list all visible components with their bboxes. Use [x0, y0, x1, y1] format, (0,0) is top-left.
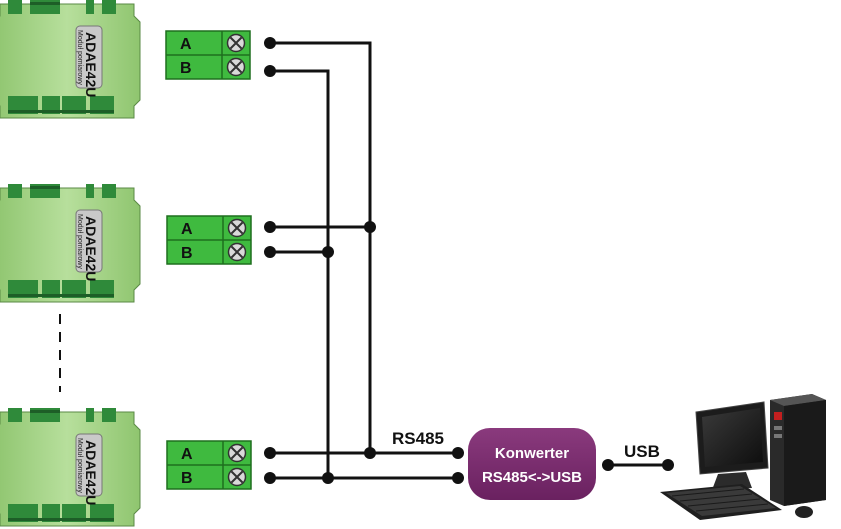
terminal-1-a-label: A — [180, 36, 192, 53]
module-2-small-label: Moduł pomiarowy — [76, 214, 83, 269]
pc-keyboard — [660, 484, 782, 520]
module-3-model: ADAE42U — [83, 440, 99, 505]
terminal-2-b-label: B — [181, 245, 193, 262]
pc-tower — [770, 394, 826, 506]
module-1-model: ADAE42U — [83, 32, 99, 97]
junction-dots — [264, 37, 674, 484]
converter-line1: Konwerter — [495, 445, 569, 462]
pc-mouse — [795, 506, 813, 518]
terminal-2-a-label: A — [181, 221, 193, 238]
usb-label: USB — [624, 442, 660, 461]
terminal-3-b-label: B — [181, 470, 193, 487]
rs485-wires — [270, 41, 668, 480]
module-1: ADAE42U Moduł pomiarowy — [0, 0, 141, 119]
rs485-label: RS485 — [392, 429, 444, 448]
module-3: ADAE42U Moduł pomiarowy — [0, 407, 141, 527]
module-2-model: ADAE42U — [83, 216, 99, 281]
terminal-block-3: A B — [166, 440, 252, 490]
module-2: ADAE42U Moduł pomiarowy — [0, 183, 141, 303]
pc-monitor — [695, 401, 769, 490]
terminal-block-1: A B — [165, 30, 251, 80]
terminal-3-a-label: A — [181, 446, 193, 463]
converter-line2: RS485<->USB — [482, 469, 582, 486]
wire-a-bus — [270, 41, 458, 455]
computer-illustration — [660, 394, 826, 520]
module-1-small-label: Moduł pomiarowy — [76, 30, 83, 85]
terminal-block-2: A B — [166, 215, 252, 265]
wire-b-bus — [270, 69, 458, 480]
converter-box: Konwerter RS485<->USB — [468, 428, 596, 500]
terminal-1-b-label: B — [180, 60, 192, 77]
module-3-small-label: Moduł pomiarowy — [76, 438, 83, 493]
